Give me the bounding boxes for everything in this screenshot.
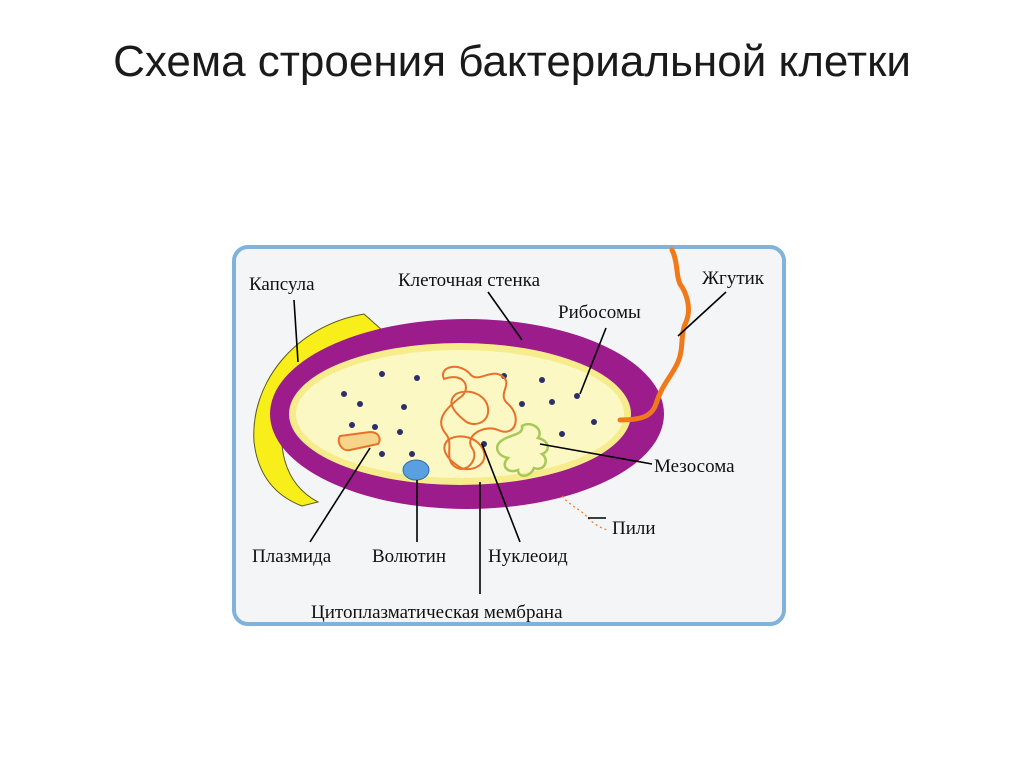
label-nucleoid: Нуклеоид	[488, 546, 568, 567]
volutin-shape	[402, 459, 430, 481]
label-plasmid: Плазмида	[252, 546, 332, 567]
label-cell-wall: Клеточная стенка	[398, 270, 541, 291]
label-pili: Пили	[612, 518, 656, 539]
pili-group	[561, 495, 609, 531]
cytoplasm-shape	[296, 350, 624, 478]
nucleoid-shape	[440, 365, 517, 471]
label-cytoplasmic-membrane: Цитоплазматическая мембрана	[311, 602, 563, 623]
ribosomes-group	[341, 371, 597, 457]
label-mesosome: Мезосома	[654, 456, 735, 477]
leader-lines	[293, 291, 727, 594]
label-volutin: Волютин	[372, 546, 446, 567]
mesosome-shape	[496, 422, 550, 477]
label-ribosomes: Рибосомы	[558, 302, 641, 323]
flagellum-shape	[617, 247, 691, 423]
bacterial-cell-diagram: Капсула Клеточная стенка Рибосомы Жгутик…	[232, 244, 788, 626]
plasmid-shape	[337, 430, 381, 452]
label-capsule: Капсула	[249, 274, 315, 295]
slide-title: Схема строения бактериальной клетки	[113, 37, 911, 86]
label-flagellum: Жгутик	[702, 268, 765, 289]
